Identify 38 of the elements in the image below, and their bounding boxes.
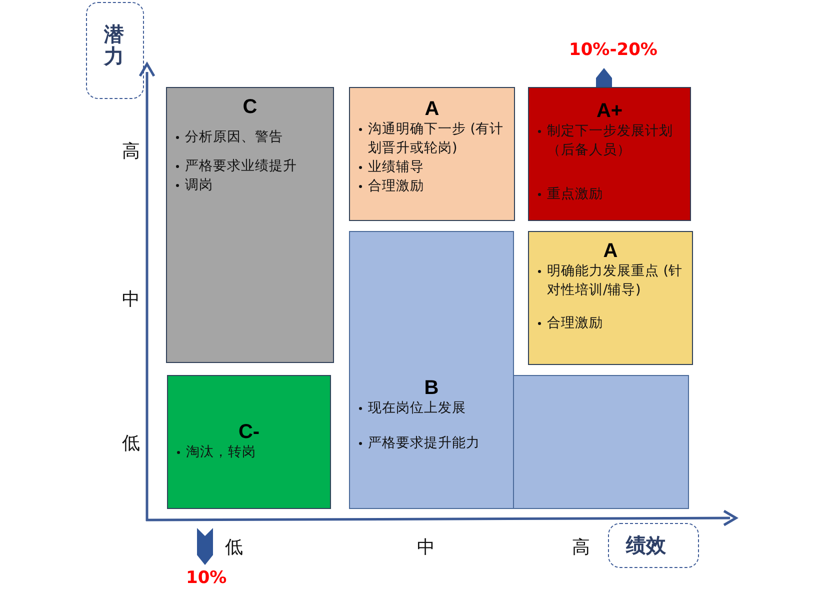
bullet-text: 严格要求提升能力 [354, 434, 509, 453]
category-box [349, 231, 514, 509]
bullet-text: 调岗 [171, 176, 329, 195]
bullet-text: 明确能力发展重点 (针对性培训/辅导) [533, 262, 688, 300]
tick-label: 中 [417, 536, 435, 559]
category-title: B [423, 377, 440, 399]
bullet-text: 现在岗位上发展 [354, 399, 509, 418]
axis-title-box [608, 523, 699, 568]
percentage-label: 10%-20% [569, 40, 658, 60]
tick-label: 中 [122, 288, 140, 311]
category-title: A [602, 240, 619, 262]
tick-label: 高 [572, 536, 590, 559]
bullet-text: 分析原因、警告 [171, 128, 329, 147]
bullet-text: 制定下一步发展计划（后备人员） [533, 122, 686, 160]
category-box [167, 375, 331, 509]
percentage-label: 10% [186, 568, 227, 588]
bullet-text: 淘汰，转岗 [172, 443, 326, 462]
category-box [166, 87, 334, 363]
bullet-text: 业绩辅导 [354, 158, 510, 177]
tick-label: 低 [225, 536, 243, 559]
category-title: A [424, 98, 440, 120]
bullet-text: 沟通明确下一步 (有计划晋升或轮岗) [354, 120, 510, 158]
bullet-text: 重点激励 [533, 185, 686, 204]
tick-label: 高 [122, 140, 140, 163]
category-box [513, 375, 689, 509]
bullet-text: 严格要求业绩提升 [171, 157, 329, 176]
axis-title-box [86, 2, 144, 99]
axis-title: 绩效 [626, 532, 666, 558]
axis-title: 潜力 [104, 23, 124, 67]
category-title: A+ [595, 100, 624, 122]
category-box [349, 87, 515, 221]
category-title: C [242, 96, 258, 118]
category-box [528, 87, 691, 221]
category-title: C- [237, 421, 261, 443]
tick-label: 低 [122, 432, 140, 455]
bullet-text: 合理激励 [354, 177, 510, 196]
bullet-text: 合理激励 [533, 314, 688, 333]
category-box [528, 231, 693, 365]
